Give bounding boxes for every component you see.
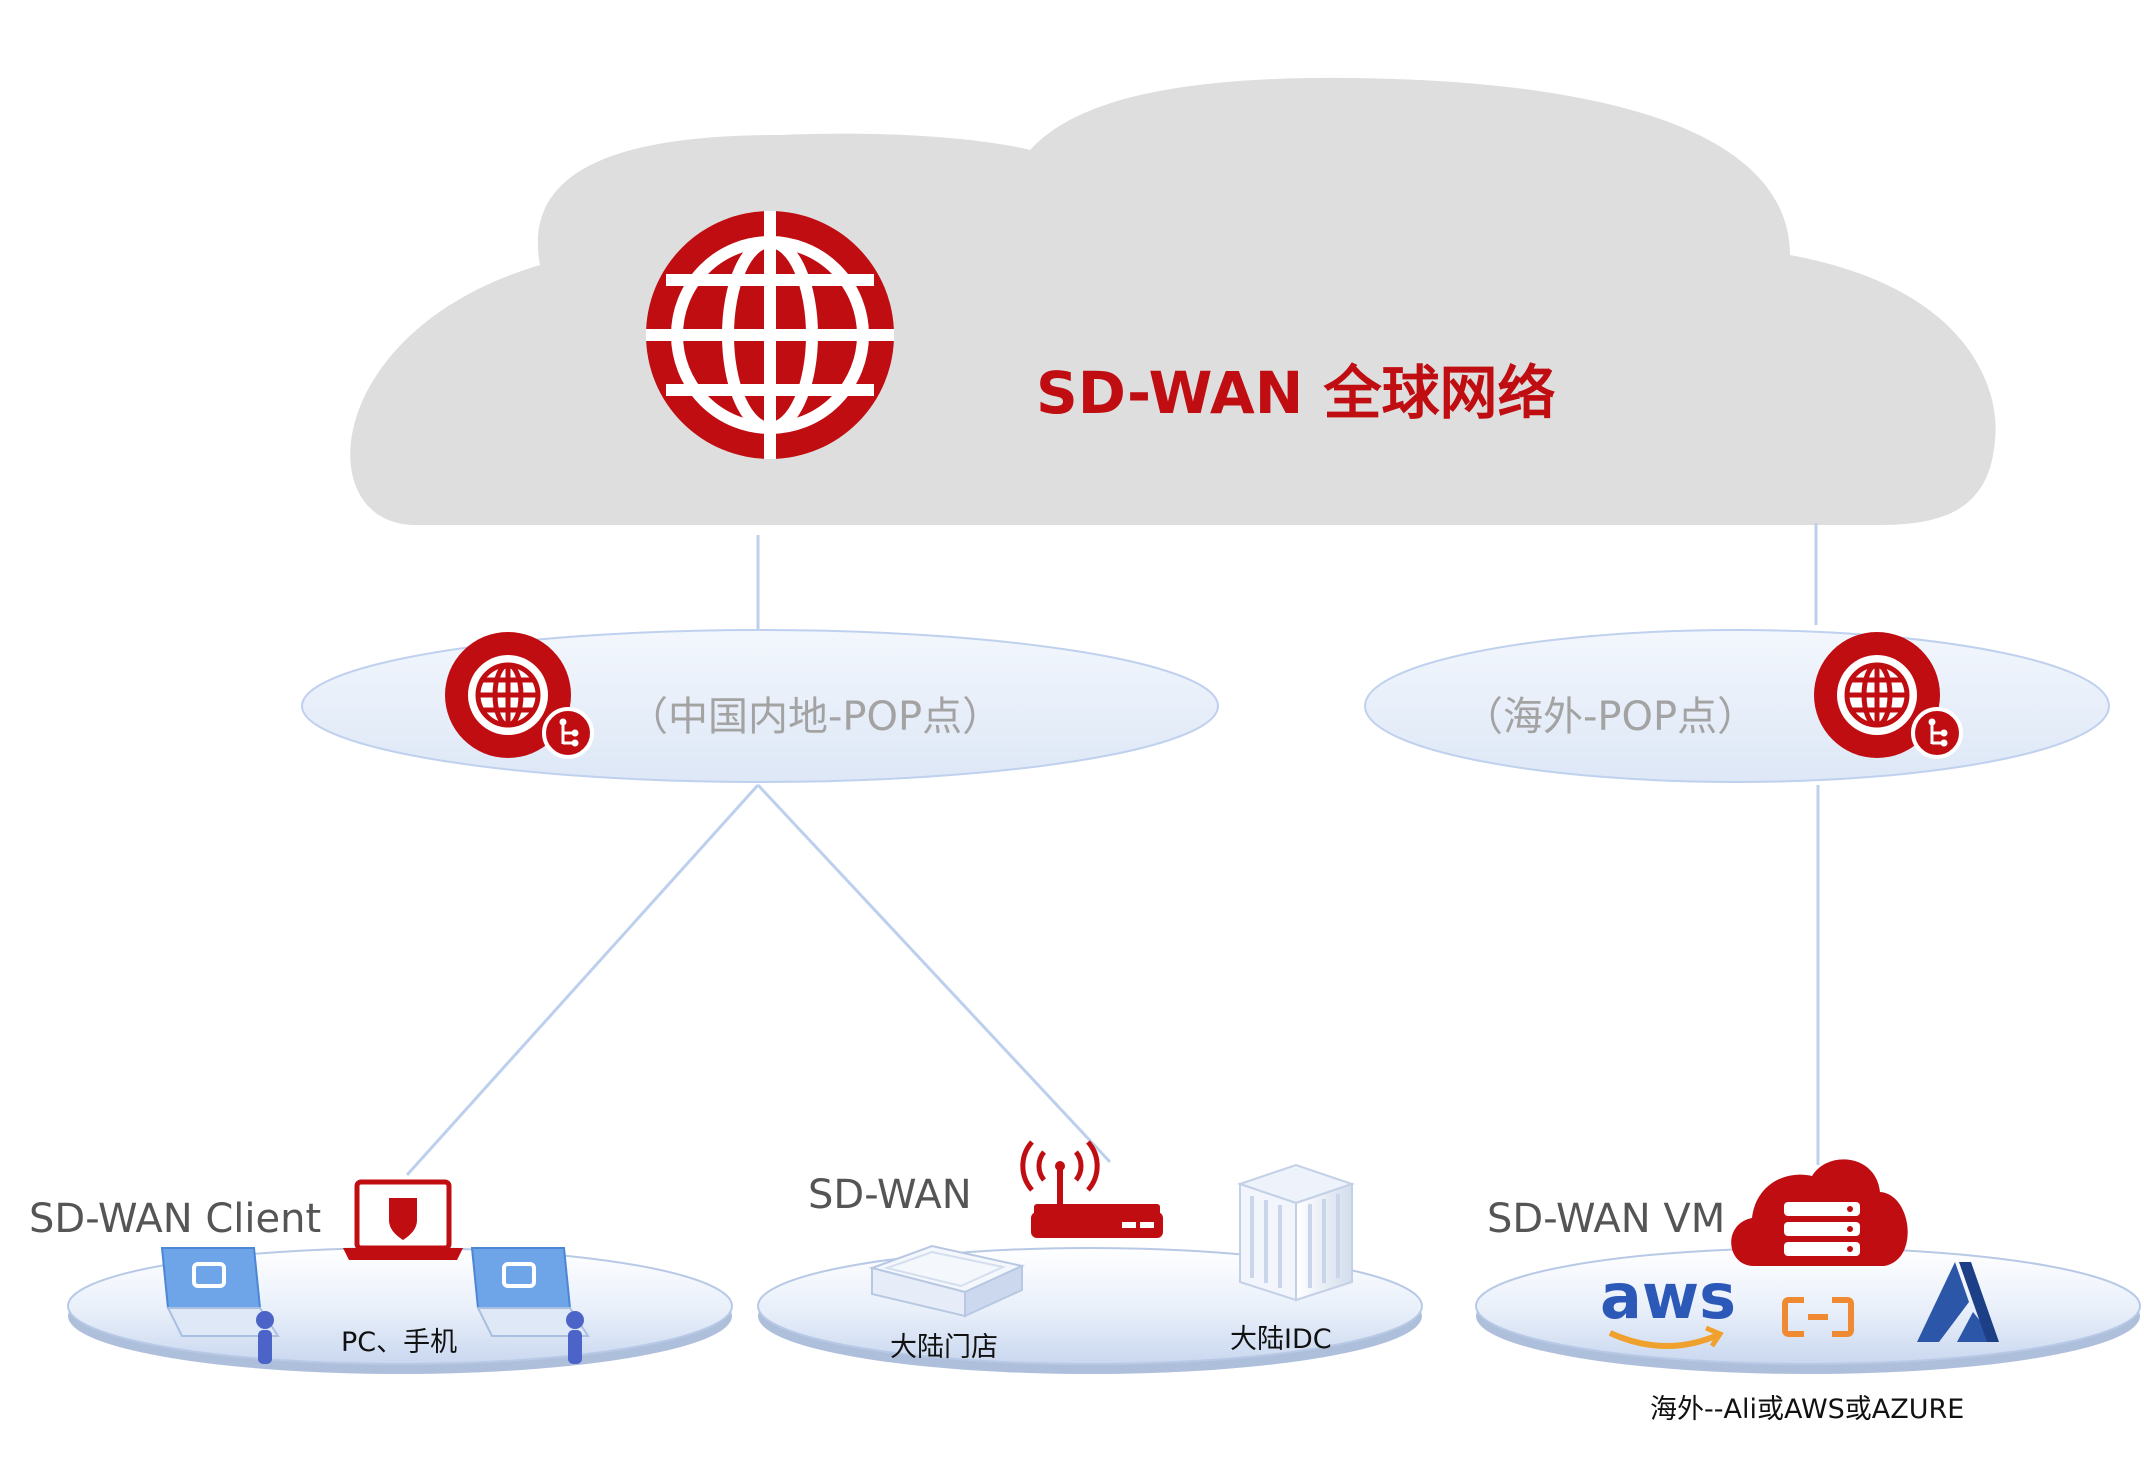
svg-text:aws: aws [1600,1260,1736,1333]
store-label: 大陆门店 [890,1332,998,1363]
aws-logo-icon: aws [1600,1260,1736,1349]
vm-site-title: SD-WAN VM [1487,1196,1725,1242]
datacenter-building-icon [1236,1163,1356,1302]
alibaba-cloud-logo-icon [1782,1297,1854,1337]
pop-label-china: （中国内地-POP点） [628,694,1002,740]
globe-icon [646,211,894,459]
azure-logo-icon [1917,1262,1999,1342]
pop-globe-icon [1814,632,1963,759]
client-site-title: SD-WAN Client [29,1196,321,1242]
laptop-user-icon [160,1247,280,1364]
store-device-icon [868,1244,1026,1318]
edge-site-title: SD-WAN [808,1172,972,1218]
client-device-label: PC、手机 [341,1327,457,1358]
pop-label-overseas: （海外-POP点） [1463,694,1757,740]
cloud-server-icon [1731,1159,1908,1266]
cloud-shape [350,77,1996,525]
site-disc-vm [1475,1247,2141,1374]
vm-caption: 海外--Ali或AWS或AZURE [1650,1394,1964,1425]
laptop-user-icon [470,1247,590,1364]
pop-globe-icon [445,632,594,759]
router-icon [1020,1140,1163,1238]
laptop-shield-icon [343,1179,463,1260]
idc-label: 大陆IDC [1230,1324,1332,1355]
connector-lines [405,523,1820,1177]
cloud-title: SD-WAN 全球网络 [1036,359,1555,427]
